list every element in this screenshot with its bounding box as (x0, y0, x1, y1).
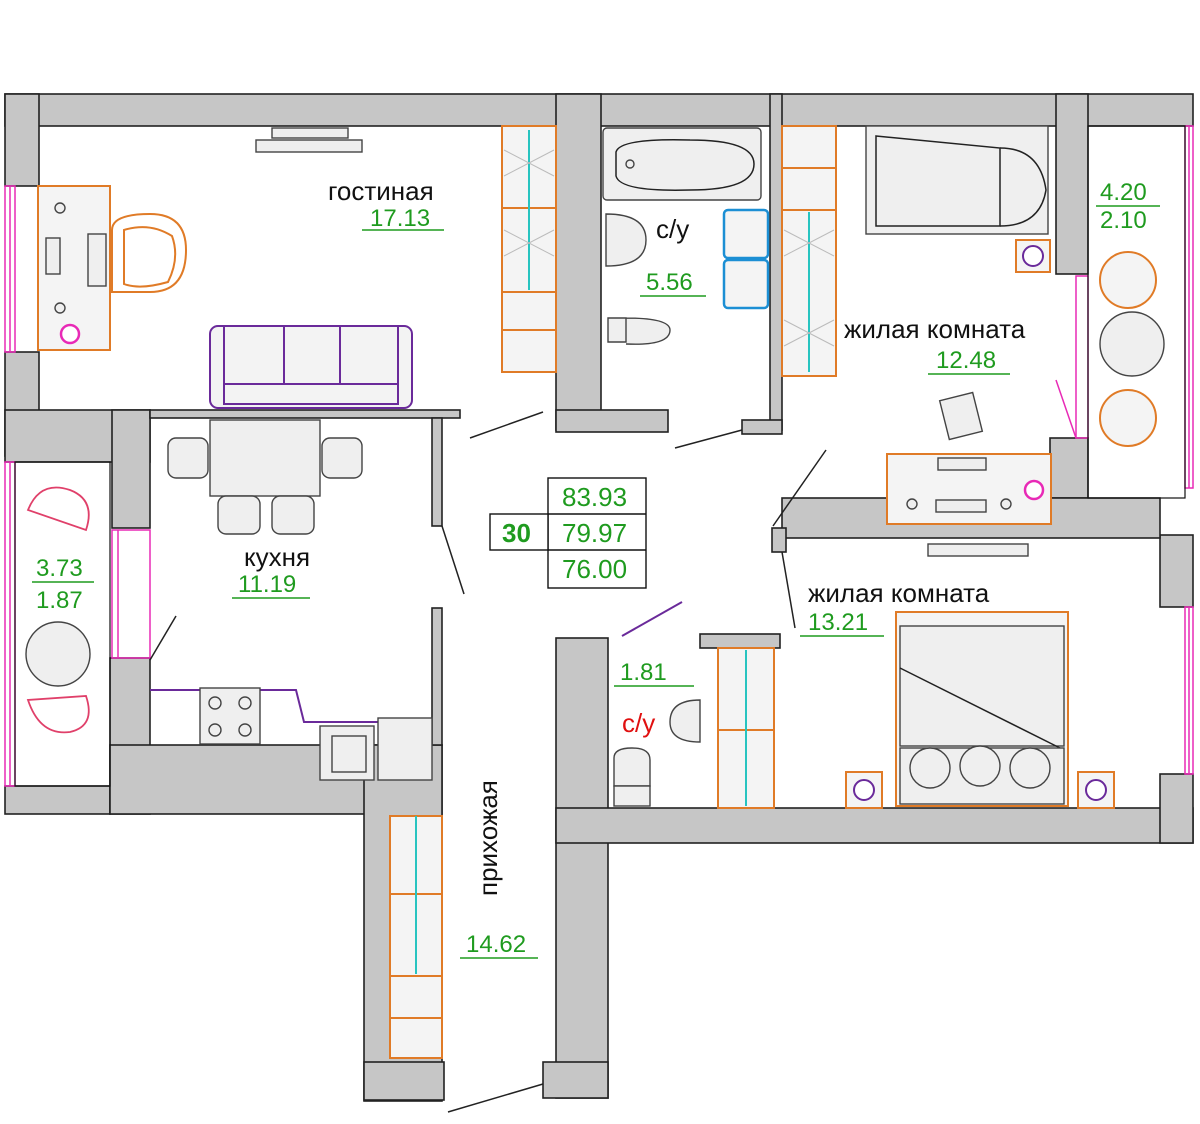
door-bedroom1 (772, 449, 827, 527)
wall-bedroom-divider-stub (771, 527, 787, 553)
living-room-name: гостиная (328, 176, 434, 206)
bathroom-2-furniture (613, 647, 775, 809)
balcony-1-area-reduced: 2.10 (1100, 207, 1147, 234)
armchair-icon (111, 212, 188, 293)
bedroom-1-furniture (781, 125, 1052, 525)
wall-bottom-right (555, 807, 1194, 844)
door-balcony2 (149, 615, 177, 661)
balcony-chair-3 (26, 486, 90, 532)
door-living (469, 411, 544, 439)
bedroom-1-name: жилая комната (844, 314, 1026, 344)
dining-table (209, 419, 321, 497)
wall-right-lower (1159, 534, 1194, 608)
window-balcony2-door (111, 529, 151, 659)
balcony-2-furniture (25, 486, 91, 734)
hallway-area: 14.62 (466, 931, 526, 958)
toilet-icon-2 (613, 747, 651, 787)
wall-bath1-door-stub (741, 419, 783, 435)
wall-living-kitchen (149, 409, 461, 419)
wall-bath1-left (555, 93, 602, 431)
bathtub-icon (602, 127, 762, 201)
lamp-icon (59, 323, 81, 345)
bathroom-2-name: с/у (622, 708, 655, 738)
door-kitchen (441, 525, 465, 595)
sink-icon (605, 213, 647, 267)
balcony-chair-1 (1099, 251, 1157, 309)
door-bath2 (621, 601, 683, 637)
bathroom-1-furniture (602, 127, 770, 345)
washer-icon (722, 208, 770, 260)
balcony-table-2 (25, 621, 91, 687)
bedroom-1-area: 12.48 (936, 347, 996, 374)
stove-icon (199, 687, 261, 745)
balcony-1-furniture (1099, 251, 1165, 447)
bedroom-2-furniture (845, 543, 1115, 809)
wall-hall-right (555, 637, 609, 1099)
dining-chair-2 (321, 437, 363, 479)
hallway-name: прихожая (473, 780, 503, 896)
tv-icon (255, 139, 363, 153)
door-entrance (447, 1083, 544, 1113)
balcony-table-1 (1099, 311, 1165, 377)
walls (4, 93, 1194, 1102)
wall-kitchen-right (431, 417, 443, 527)
wall-left-lower (4, 785, 111, 815)
monitor-icon (45, 237, 61, 275)
total-area: 83.93 (562, 482, 627, 512)
keyboard-icon (87, 233, 107, 287)
room-labels: гостиная 17.13 с/у 5.56 жилая комната 12… (32, 176, 1160, 959)
wall-hall-bottom-left (363, 1061, 445, 1101)
door-bedroom2 (781, 551, 796, 629)
living-room-furniture (37, 125, 557, 409)
window-balcony1-door (1075, 275, 1089, 439)
living-area: 76.00 (562, 554, 627, 584)
kitchen-area: 11.19 (238, 571, 296, 598)
dining-chair-1 (167, 437, 209, 479)
bedroom-2-area: 13.21 (808, 609, 868, 636)
balcony-chair-2 (1099, 389, 1157, 447)
monitor-icon-2 (935, 499, 987, 513)
hallway-furniture (389, 815, 443, 1059)
wall-balcony1-left (1055, 93, 1089, 275)
area-summary-table: 30 83.93 79.97 76.00 (489, 477, 647, 589)
apartment-number: 30 (502, 518, 531, 548)
kitchen-name: кухня (244, 542, 310, 572)
area-with-balcony: 79.97 (562, 518, 627, 548)
wall-balcony1-lower (1049, 437, 1089, 499)
wall-left-upper (4, 93, 40, 187)
balcony-2-area-full: 3.73 (36, 555, 83, 582)
doors (149, 411, 827, 1113)
bathroom-2-area: 1.81 (620, 659, 667, 686)
living-room-area: 17.13 (370, 205, 430, 232)
wall-kitchen-column (111, 409, 151, 529)
tv-icon-2 (927, 543, 1029, 557)
wall-bath1-right (769, 93, 783, 431)
dining-chair-4 (271, 495, 315, 535)
windows (4, 125, 1194, 787)
bed-icon (865, 125, 1049, 235)
wall-bath1-bottom (555, 409, 669, 433)
office-chair-icon (938, 391, 984, 441)
balcony-2-area-reduced: 1.87 (36, 587, 83, 614)
bathroom-1-name: с/у (656, 214, 689, 244)
wall-kitchen-right-low (431, 607, 443, 746)
bathroom-1-area: 5.56 (646, 269, 693, 296)
wall-right-bottom (1159, 773, 1194, 844)
kitchen-furniture (150, 419, 433, 781)
wall-bath2-right (699, 633, 781, 649)
dining-chair-3 (217, 495, 261, 535)
balcony-chair-4 (26, 695, 90, 734)
fridge-icon (377, 717, 433, 781)
balcony-1-area-full: 4.20 (1100, 179, 1147, 206)
dryer-icon (722, 258, 770, 310)
toilet-icon (607, 317, 671, 345)
bedroom-2-name: жилая комната (808, 578, 990, 608)
keyboard-icon-2 (937, 457, 987, 471)
sink-icon-2 (669, 699, 701, 743)
wall-hall-bottom-right (542, 1061, 609, 1099)
door-bath1 (674, 429, 743, 449)
